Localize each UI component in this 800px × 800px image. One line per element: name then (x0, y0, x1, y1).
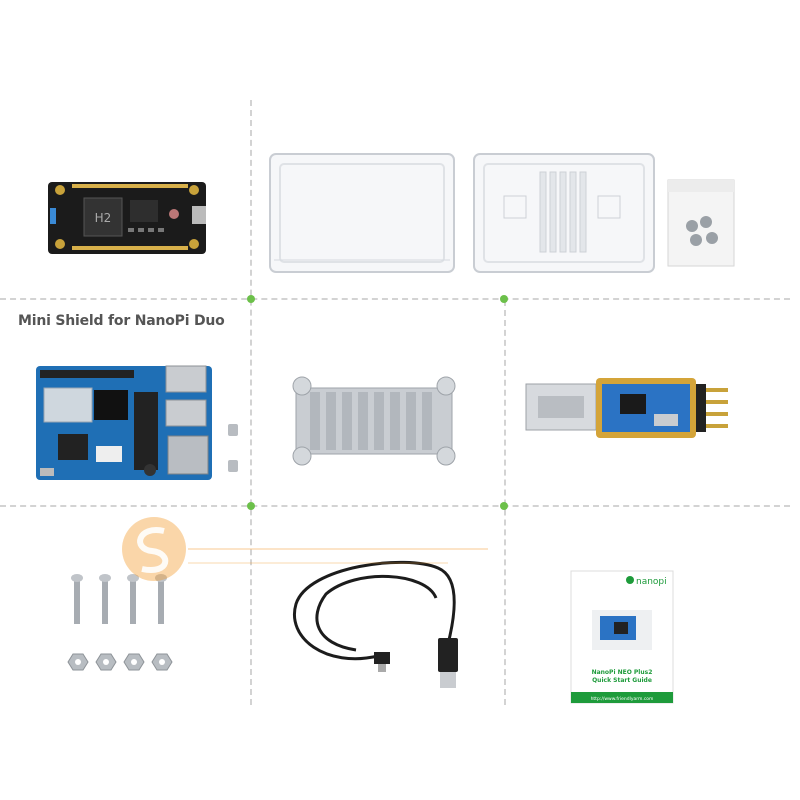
section-title: Mini Shield for NanoPi Duo (18, 313, 225, 329)
guide-url: http://www.friendlyarm.com (591, 696, 654, 702)
nanopi-duo-board: H2 (46, 178, 210, 258)
grid-dot-2 (500, 295, 508, 303)
grid-divider-horizontal-2 (0, 505, 790, 507)
grid-dot-4 (500, 502, 508, 510)
micro-usb-cable (286, 548, 472, 690)
acrylic-case-bottom (266, 150, 458, 276)
acrylic-case-top (470, 150, 658, 276)
shield-standoff-1 (227, 422, 239, 436)
quick-start-guide: nanopi NanoPi NEO Plus2 Quick Start Guid… (570, 570, 674, 704)
grid-dot-1 (247, 295, 255, 303)
guide-brand: nanopi (636, 577, 667, 587)
guide-title-line1: NanoPi NEO Plus2 (592, 669, 653, 676)
shield-standoff-2 (227, 458, 239, 472)
board-chip-label: H2 (95, 211, 112, 225)
grid-divider-vertical-1 (250, 100, 252, 705)
screw-bag (666, 178, 738, 270)
grid-dot-3 (247, 502, 255, 510)
grid-divider-horizontal-1 (0, 298, 790, 300)
guide-title-line2: Quick Start Guide (592, 677, 652, 684)
mini-shield-board (34, 362, 214, 482)
screws-and-nuts (64, 570, 184, 682)
usb-serial-adapter (524, 374, 734, 442)
heatsink (286, 374, 462, 468)
